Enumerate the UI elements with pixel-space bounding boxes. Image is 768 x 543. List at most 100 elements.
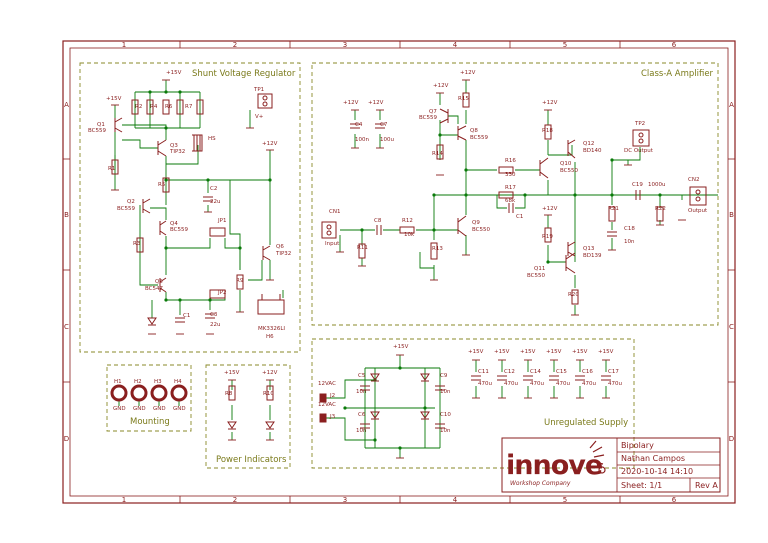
shunt-ref-label: Q5 [155, 279, 163, 285]
supply-ref-label: J2 [329, 393, 335, 399]
classa-ref-label: CN2 [688, 177, 699, 183]
supply-block [311, 338, 635, 469]
mounting-holes [110, 384, 188, 402]
mounting-hole [130, 384, 148, 402]
shunt-ref-label: BC559 [117, 206, 136, 212]
classa-ref-label: R20 [568, 292, 579, 298]
diode-symbol [420, 373, 430, 382]
classa-ref-label: +12V [343, 100, 359, 106]
classa-ref-label: Q13 [583, 246, 595, 252]
transistor-symbol [565, 252, 576, 274]
classa-ref-label: 330 [505, 172, 516, 178]
date-field: 2020-10-14 14:10 [621, 467, 693, 476]
shunt-ref-label: JP2 [217, 290, 226, 296]
supply-ref-label: +15V [468, 349, 484, 355]
mounting-hole [110, 384, 128, 402]
classa-ref-label: Q9 [472, 220, 480, 226]
shunt-ref-label: JP1 [217, 218, 226, 224]
mounting-ref-label: GND [153, 406, 166, 412]
classa-ref-label: BC559 [419, 115, 438, 121]
capacitor-symbol [203, 196, 213, 202]
col-label-top: 6 [672, 41, 677, 49]
supply-ref-label: 12VAC [318, 381, 336, 387]
supply-ref-label: +15V [393, 344, 409, 350]
classa-block [311, 62, 719, 326]
column-labels: 1 2 3 4 5 6 1 2 3 4 5 6 A B C D A B C D [64, 41, 734, 504]
row-label-right: B [729, 211, 734, 219]
jumper-symbol [209, 289, 226, 299]
potentiometer-symbol [430, 242, 438, 260]
shunt-ref-label: 22u [210, 199, 220, 205]
supply-ref-label: 10n [440, 428, 451, 434]
led-symbol [147, 317, 157, 326]
shunt-ref-label: R2 [135, 104, 142, 110]
shunt-ref-label: TIP32 [169, 149, 185, 155]
transistor-symbol [262, 245, 271, 261]
classa-ref-label: 10k [404, 232, 415, 238]
classa-ref-label: 1000u [648, 182, 665, 188]
supply-ref-label: 470u [608, 381, 622, 387]
transistor-symbol [159, 220, 167, 236]
transistor-symbol [439, 108, 449, 124]
classa-ref-label: 68k [505, 198, 516, 204]
connector-symbol [689, 186, 707, 206]
resistor-symbol [176, 99, 184, 115]
capacitor-symbol [375, 123, 385, 129]
capacitor-symbol [175, 317, 185, 323]
col-label-top: 2 [233, 41, 237, 49]
resistor-symbol [266, 385, 274, 401]
mounting-ref-label: H1 [114, 379, 122, 385]
mounting-block [106, 364, 192, 432]
classa-ref-label: Q10 [560, 161, 572, 167]
title-field: Bipolary [621, 441, 654, 450]
col-label-top: 5 [563, 41, 567, 49]
classa-ref-label: R12 [402, 218, 413, 224]
connector-symbol [319, 393, 327, 403]
classa-ref-label: +12V [433, 83, 449, 89]
classa-ref-label: R19 [542, 234, 553, 240]
shunt-block [79, 62, 301, 353]
resistor-symbol [544, 124, 552, 140]
supply-ref-label: +15V [494, 349, 510, 355]
classa-ref-label: CN1 [329, 209, 340, 215]
classa-ref-label: R22 [655, 206, 666, 212]
capacitor-symbol [471, 375, 481, 381]
transistor-symbol [457, 215, 467, 237]
power-ref-label: +12V [262, 370, 278, 376]
supply-ref-label: +15V [598, 349, 614, 355]
resistor-symbol [544, 227, 552, 243]
classa-ref-label: Output [688, 208, 708, 214]
classa-ref-label: Q7 [429, 109, 437, 115]
supply-block-title: Unregulated Supply [544, 418, 628, 428]
capacitor-symbol [523, 375, 533, 381]
capacitor-symbol [508, 203, 514, 213]
transistor-symbol [457, 125, 467, 141]
transistor-symbol [567, 139, 576, 159]
wires [114, 80, 718, 458]
row-label-right: C [729, 323, 734, 331]
shunt-ref-label: R7 [185, 104, 193, 110]
supply-ref-label: 10n [440, 389, 451, 395]
row-label-left: A [64, 101, 69, 109]
diode-symbol [370, 411, 380, 420]
classa-ref-label: TP2 [634, 121, 645, 127]
testpoint-symbol [257, 93, 273, 109]
shunt-ref-label: BC559 [170, 227, 189, 233]
resistor-symbol [656, 206, 664, 222]
col-label-bottom: 3 [343, 496, 347, 504]
supply-ref-label: 470u [478, 381, 492, 387]
column-ticks [63, 41, 735, 503]
resistor-symbol [436, 144, 444, 160]
power-ref-label: R10 [263, 391, 274, 397]
classa-ref-label: +12V [542, 206, 558, 212]
shunt-ref-label: Q3 [170, 143, 178, 149]
resistor-symbol [498, 166, 514, 174]
shunt-ref-label: R5 [158, 182, 166, 188]
shunt-ref-label: C3 [210, 312, 218, 318]
led-symbol [227, 421, 237, 430]
classa-ref-label: BC550 [527, 273, 546, 279]
supply-ref-label: 12VAC [318, 402, 336, 408]
resistor-symbol [162, 99, 170, 115]
mounting-hole [150, 384, 168, 402]
shunt-ref-label: Q4 [170, 221, 178, 227]
